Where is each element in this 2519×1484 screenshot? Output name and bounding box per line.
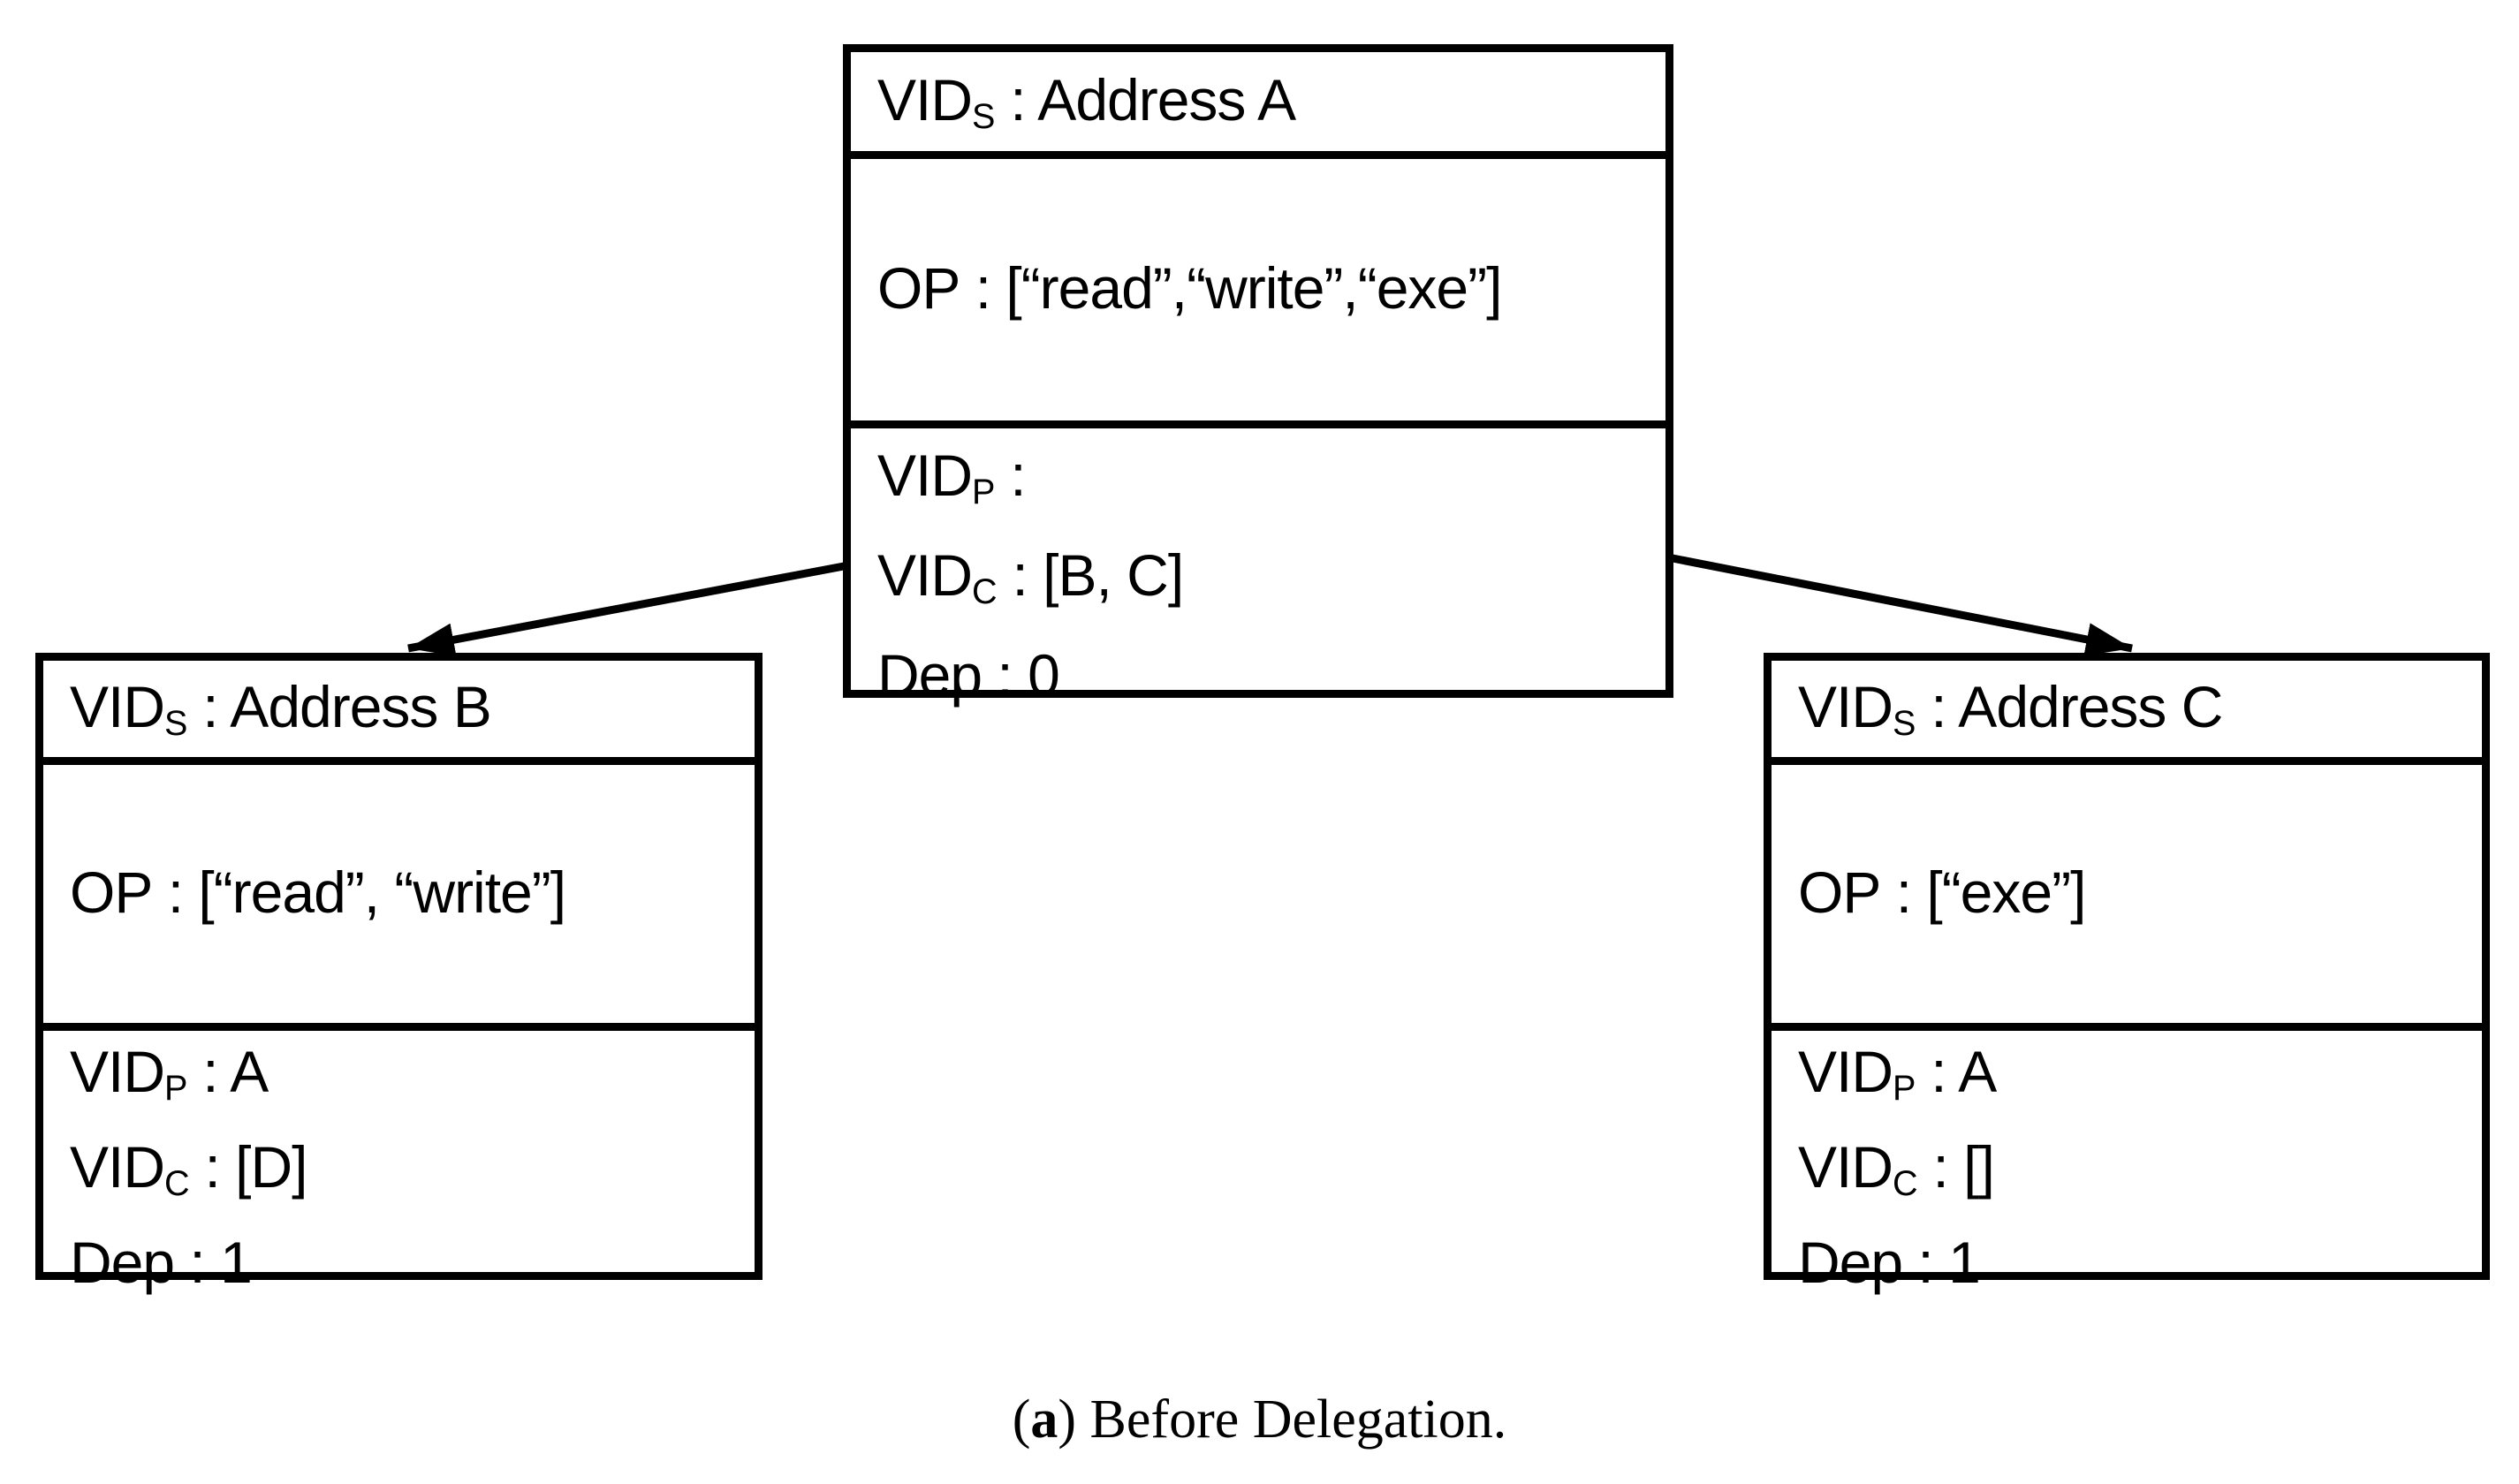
node-b-fields-row: VIDP : A VIDC : [D] Dep : 1: [43, 1031, 755, 1295]
node-a-dep-line: Dep : 0: [877, 642, 1060, 708]
node-c-vidc-line: VIDC : []: [1798, 1134, 1995, 1204]
node-b-dep-line: Dep : 1: [70, 1230, 253, 1296]
node-a-vidp-line: VIDP :: [877, 443, 1027, 512]
node-a-op-label: OP : [“read”,“write”,“exe”]: [877, 254, 1502, 321]
caption-paren-open: (: [1012, 1389, 1031, 1450]
node-c-op-label: OP : [“exe”]: [1798, 859, 2086, 925]
node-b-op-label: OP : [“read”, “write”]: [70, 859, 566, 925]
node-address-a: VIDS : Address A OP : [“read”,“write”,“e…: [843, 44, 1673, 708]
node-c-op-row: OP : [“exe”]: [1772, 765, 2482, 1031]
figure-caption: (a) Before Delegation.: [0, 1389, 2519, 1451]
node-b-header-row: VIDS : Address B: [43, 661, 755, 765]
node-b-vids-label: VIDS : Address B: [70, 674, 492, 744]
node-c-vids-label: VIDS : Address C: [1798, 674, 2223, 744]
node-address-c: VIDS : Address C OP : [“exe”] VIDP : A V…: [1764, 653, 2490, 1295]
node-a-header-row: VIDS : Address A: [851, 52, 1665, 159]
caption-text: ) Before Delegation.: [1058, 1389, 1507, 1450]
node-b-vidc-line: VIDC : [D]: [70, 1134, 307, 1204]
caption-index: a: [1030, 1389, 1058, 1450]
node-c-fields-row: VIDP : A VIDC : [] Dep : 1: [1772, 1031, 2482, 1295]
node-a-vidc-line: VIDC : [B, C]: [877, 542, 1184, 612]
node-b-op-row: OP : [“read”, “write”]: [43, 765, 755, 1031]
node-c-vidp-line: VIDP : A: [1798, 1039, 1997, 1109]
node-address-b: VIDS : Address B OP : [“read”, “write”] …: [35, 653, 763, 1295]
edge-a-to-b-arrow: [407, 562, 845, 657]
edge-a-to-c-arrow: [1672, 554, 2133, 656]
node-c-dep-line: Dep : 1: [1798, 1230, 1981, 1296]
node-a-fields-row: VIDP : VIDC : [B, C] Dep : 0: [851, 428, 1665, 708]
node-c-header-row: VIDS : Address C: [1772, 661, 2482, 765]
node-a-vids-label: VIDS : Address A: [877, 66, 1296, 137]
node-a-op-row: OP : [“read”,“write”,“exe”]: [851, 159, 1665, 428]
node-b-vidp-line: VIDP : A: [70, 1039, 269, 1109]
